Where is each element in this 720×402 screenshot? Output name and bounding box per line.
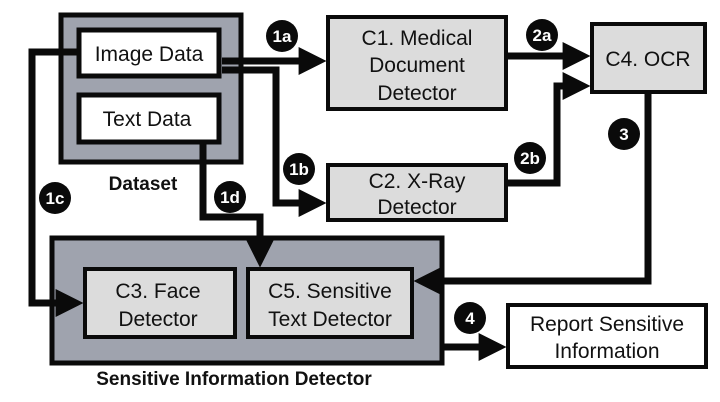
- c5-label-line-2: Text Detector: [268, 308, 392, 331]
- badge-3-text: 3: [619, 125, 628, 144]
- text-data-label: Text Data: [103, 108, 192, 131]
- image-data-box: Image Data: [76, 27, 222, 79]
- c2-xray-detector-box: C2. X-Ray Detector: [326, 163, 508, 222]
- badge-2b: 2b: [514, 142, 546, 174]
- c1-medical-document-detector-box: C1. Medical Document Detector: [326, 15, 508, 111]
- dataset-label: Dataset: [109, 174, 178, 195]
- arrow-1d: [199, 142, 274, 268]
- badge-1d: 1d: [214, 181, 246, 213]
- badge-4: 4: [454, 302, 486, 334]
- sensitive-detector-label: Sensitive Information Detector: [96, 369, 372, 390]
- c3-label-line-1: C3. Face: [115, 280, 200, 303]
- badge-2a-text: 2a: [533, 26, 552, 45]
- badge-4-text: 4: [465, 309, 475, 328]
- c5-sensitive-text-detector-box: C5. Sensitive Text Detector: [246, 267, 414, 339]
- report-label-line-1: Report Sensitive: [530, 313, 684, 336]
- arrow-1c: [28, 48, 84, 317]
- image-data-label: Image Data: [95, 43, 204, 66]
- arrow-2b: [506, 72, 591, 187]
- c4-ocr-box: C4. OCR: [590, 22, 707, 94]
- badge-3: 3: [608, 118, 640, 150]
- badge-1d-text: 1d: [220, 188, 240, 207]
- badge-2a: 2a: [526, 19, 558, 51]
- c1-label-line-1: C1. Medical: [362, 27, 473, 50]
- badge-1c-text: 1c: [46, 189, 65, 208]
- badge-1a-text: 1a: [273, 27, 292, 46]
- c3-label-line-2: Detector: [118, 308, 197, 331]
- arrow-3: [413, 92, 652, 295]
- text-data-box: Text Data: [76, 92, 222, 145]
- c4-label: C4. OCR: [605, 48, 690, 71]
- c1-label-line-3: Detector: [377, 82, 456, 105]
- arrow-1b: [222, 66, 327, 217]
- c2-label-line-1: C2. X-Ray: [369, 170, 466, 193]
- report-label-line-2: Information: [554, 340, 659, 363]
- c3-face-detector-box: C3. Face Detector: [83, 267, 237, 339]
- badge-1c: 1c: [39, 182, 71, 214]
- c2-label-line-2: Detector: [377, 196, 456, 219]
- badge-1b: 1b: [283, 153, 315, 185]
- c1-label-line-2: Document: [369, 54, 465, 77]
- c5-label-line-1: C5. Sensitive: [268, 280, 392, 303]
- badge-1a: 1a: [266, 20, 298, 52]
- badge-1b-text: 1b: [289, 160, 309, 179]
- report-sensitive-information-box: Report Sensitive Information: [506, 303, 708, 369]
- badge-2b-text: 2b: [520, 149, 540, 168]
